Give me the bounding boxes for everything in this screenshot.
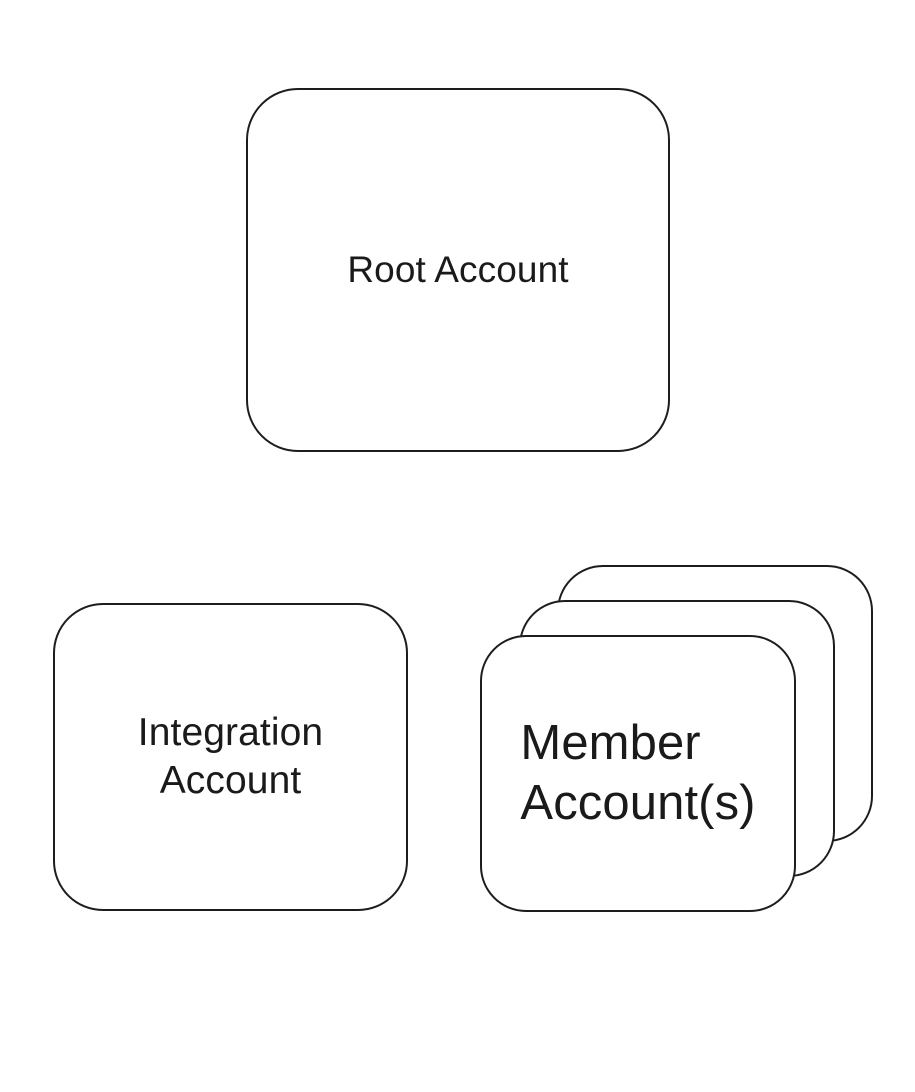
integration-account-label: Integration Account bbox=[137, 711, 324, 802]
member-accounts-label: Member Account(s) bbox=[520, 715, 756, 830]
integration-account-node[interactable]: Integration Account bbox=[53, 603, 408, 911]
root-account-node[interactable]: Root Account bbox=[246, 88, 670, 452]
member-account-card-front[interactable]: Member Account(s) bbox=[480, 635, 796, 912]
member-accounts-node[interactable]: Member Account(s) bbox=[480, 565, 875, 913]
root-account-label: Root Account bbox=[347, 249, 569, 291]
